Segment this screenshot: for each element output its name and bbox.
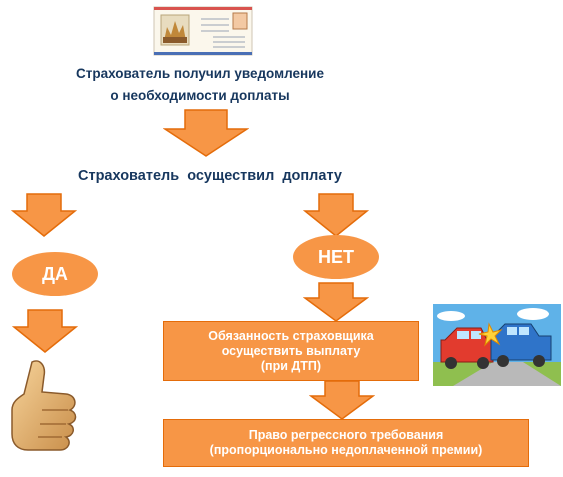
envelope-icon bbox=[153, 6, 253, 56]
recourse-box: Право регрессного требования (пропорцион… bbox=[163, 419, 529, 467]
arrow-down-icon bbox=[303, 282, 369, 322]
obligation-line1: Обязанность страховщика bbox=[208, 328, 374, 343]
question-text: Страхователь осуществил доплату bbox=[78, 168, 342, 184]
arrow-down-icon bbox=[163, 109, 249, 157]
yes-pill: ДА bbox=[12, 252, 98, 296]
obligation-box: Обязанность страховщика осуществить выпл… bbox=[163, 321, 419, 381]
obligation-line3: (при ДТП) bbox=[260, 358, 322, 373]
arrow-down-icon bbox=[11, 193, 77, 237]
arrow-down-icon bbox=[309, 380, 375, 420]
arrow-down-icon bbox=[12, 309, 78, 353]
recourse-line1: Право регрессного требования bbox=[248, 428, 444, 442]
no-pill: НЕТ bbox=[293, 235, 379, 279]
obligation-line2: осуществить выплату bbox=[221, 343, 361, 358]
car-crash-icon bbox=[433, 304, 561, 386]
notification-line2: о необходимости доплаты bbox=[110, 88, 290, 103]
yes-label: ДА bbox=[42, 263, 68, 284]
recourse-line2: (пропорционально недоплаченной премии) bbox=[209, 443, 483, 457]
notification-text: Страхователь получил уведомление о необх… bbox=[40, 63, 360, 107]
no-label: НЕТ bbox=[318, 246, 354, 267]
arrow-down-icon bbox=[303, 193, 369, 237]
notification-line1: Страхователь получил уведомление bbox=[76, 66, 324, 81]
thumbs-up-icon bbox=[11, 360, 77, 451]
